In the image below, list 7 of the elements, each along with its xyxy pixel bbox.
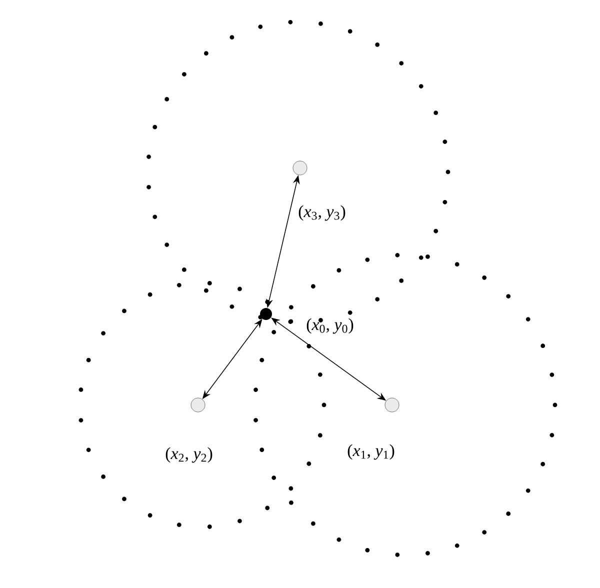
- coordinate-label: (x$_{1}$, y$_{1}$): [348, 444, 394, 460]
- anchor-circle: [292, 160, 308, 176]
- coordinate-label: (x$_{2}$, y$_{2}$): [166, 447, 212, 463]
- coordinate-label: (x$_{3}$, y$_{3}$): [298, 205, 346, 221]
- coordinate-label: (x$_{0}$, y$_{0}$): [306, 318, 354, 334]
- anchor-circle: [384, 398, 400, 412]
- anchor-circle: [190, 398, 206, 412]
